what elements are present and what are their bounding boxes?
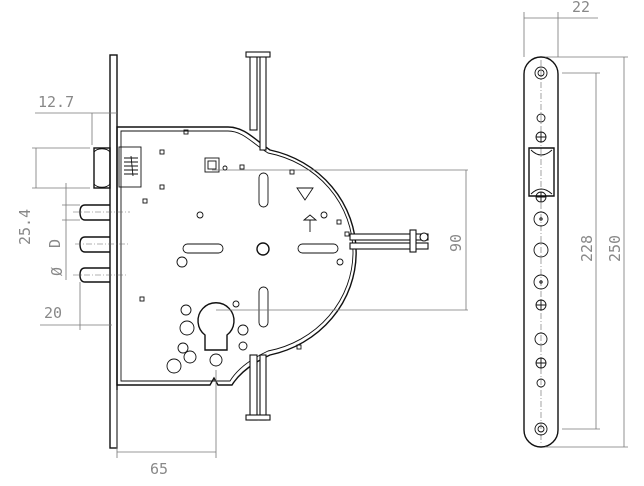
dim-228: 228 (578, 235, 596, 262)
dim-diameter-symbol: Ø (48, 267, 66, 276)
dim-20: 20 (44, 304, 62, 322)
bottom-rod (249, 354, 258, 421)
lock-body (73, 51, 468, 449)
lock-case (116, 126, 357, 386)
deadbolts (73, 204, 130, 283)
latch-bolt (93, 146, 142, 189)
dim-D: D (46, 239, 64, 248)
strike-dimensions: 22 228 250 (523, 0, 628, 448)
dim-25-4: 25.4 (16, 209, 34, 245)
dim-22: 22 (572, 0, 590, 16)
top-rod (249, 54, 258, 131)
strike-plate (523, 56, 559, 448)
dim-90: 90 (447, 234, 465, 252)
dim-12-7: 12.7 (38, 93, 74, 111)
cylinder-cutout (197, 302, 235, 351)
dim-250: 250 (606, 235, 624, 262)
spindle-hole (204, 157, 220, 173)
lock-dimensions: 12.7 25.4 D Ø 20 65 90 (16, 93, 467, 478)
dim-65: 65 (150, 460, 168, 478)
faceplate (109, 54, 118, 449)
